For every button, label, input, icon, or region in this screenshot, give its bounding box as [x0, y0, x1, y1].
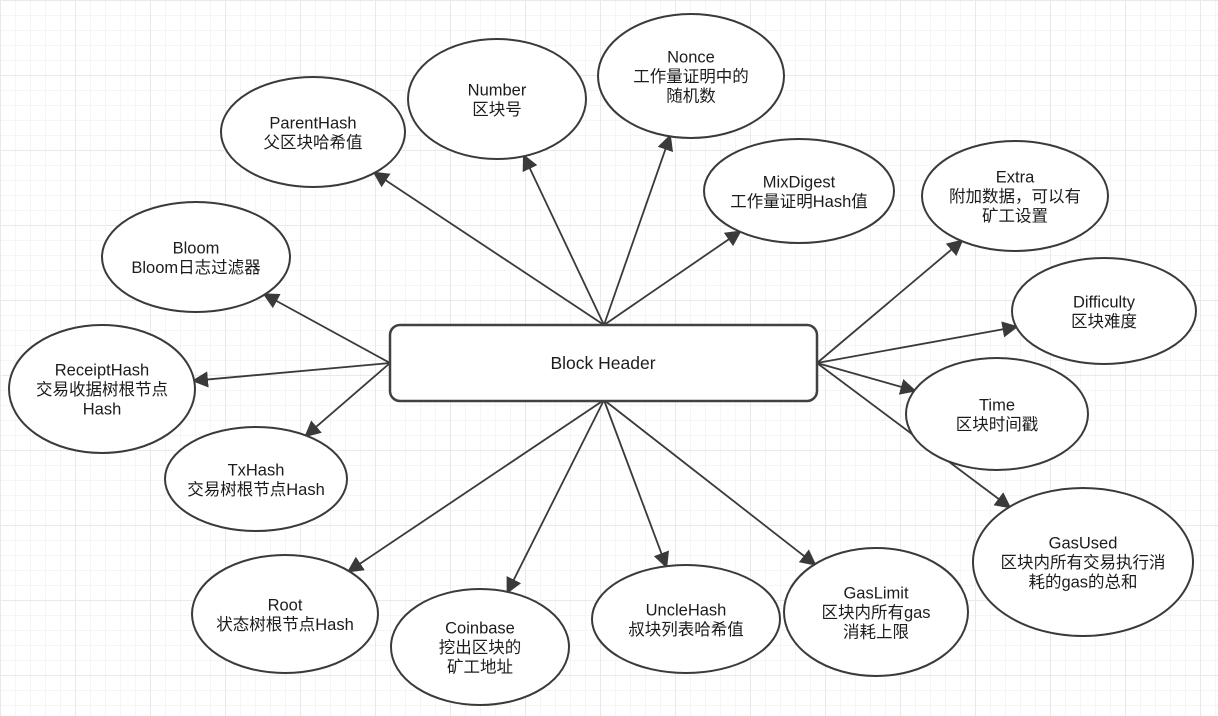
node-label-nonce-line0: Nonce [667, 49, 715, 67]
node-label-txhash-line0: TxHash [228, 461, 285, 479]
node-ellipse-number [407, 38, 587, 160]
edge-receipthash [191, 362, 391, 388]
node-label-extra-line2: 矿工设置 [982, 207, 1048, 226]
node-label-bloom-line0: Bloom [173, 239, 220, 257]
node-ellipse-bloom [101, 201, 291, 313]
node-label-gasused-line1: 区块内所有交易执行消 [1001, 553, 1166, 572]
center-node: Block Header [388, 323, 819, 403]
node-label-coinbase-line2: 矿工地址 [447, 658, 513, 677]
node-label-number-line1: 区块号 [472, 100, 522, 119]
node-label-coinbase-line0: Coinbase [445, 620, 515, 638]
node-ellipse-parenthash [220, 76, 406, 188]
node-label-difficulty-line1: 区块难度 [1071, 312, 1137, 331]
node-label-extra-line0: Extra [996, 169, 1035, 187]
edge-parenthash [372, 171, 605, 326]
edge-mixdigest [603, 230, 742, 326]
node-label-gaslimit-line0: GasLimit [843, 585, 909, 603]
block-header-label: Block Header [550, 353, 655, 373]
node-label-gasused-line2: 耗的gas的总和 [1028, 573, 1137, 592]
node-label-nonce-line1: 工作量证明中的 [633, 67, 749, 86]
node-ellipse-mixdigest [703, 138, 895, 244]
node-label-txhash-line1: 交易树根节点Hash [187, 480, 325, 499]
node-label-coinbase-line1: 挖出区块的 [439, 638, 522, 657]
node-label-mixdigest-line1: 工作量证明Hash值 [730, 192, 868, 211]
edge-gaslimit [603, 399, 817, 566]
node-ellipse-root [191, 554, 379, 674]
edge-number [522, 154, 605, 326]
edge-root [346, 399, 605, 573]
block-header-box [388, 323, 819, 403]
node-ellipse-gaslimit [783, 547, 969, 677]
node-ellipse-time [905, 357, 1089, 471]
node-label-unclehash-line0: UncleHash [646, 601, 727, 619]
edge-difficulty [816, 321, 1019, 364]
edge-nonce [603, 134, 674, 326]
node-label-time-line0: Time [979, 396, 1015, 414]
node-label-extra-line1: 附加数据，可以有 [949, 187, 1081, 206]
node-label-receipthash-line0: ReceiptHash [55, 362, 149, 380]
edges-layer [191, 134, 1019, 595]
node-label-parenthash-line1: 父区块哈希值 [264, 133, 363, 152]
edge-bloom [262, 293, 391, 364]
edge-unclehash [603, 399, 669, 569]
node-ellipse-difficulty [1011, 257, 1197, 365]
node-ellipse-extra [921, 140, 1109, 252]
edge-extra [816, 239, 964, 364]
node-label-root-line0: Root [268, 596, 303, 614]
node-label-gaslimit-line1: 区块内所有gas [821, 603, 930, 622]
node-label-receipthash-line1: 交易收据树根节点 [36, 380, 168, 399]
node-ellipse-unclehash [591, 564, 781, 674]
node-label-receipthash-line2: Hash [83, 401, 122, 419]
node-label-mixdigest-line0: MixDigest [763, 173, 836, 191]
node-label-gasused-line0: GasUsed [1049, 535, 1118, 553]
node-ellipse-txhash [164, 426, 348, 532]
node-label-bloom-line1: Bloom日志过滤器 [131, 258, 261, 277]
node-label-root-line1: 状态树根节点Hash [216, 615, 354, 634]
node-label-time-line1: 区块时间戳 [956, 415, 1039, 434]
node-label-number-line0: Number [468, 81, 527, 99]
node-ellipse-nonce [597, 13, 785, 139]
edge-txhash [304, 362, 391, 438]
node-label-unclehash-line1: 叔块列表哈希值 [628, 620, 744, 639]
node-label-nonce-line2: 随机数 [666, 87, 716, 106]
node-ellipse-gasused [972, 487, 1194, 637]
node-label-difficulty-line0: Difficulty [1073, 293, 1136, 311]
node-ellipse-coinbase [390, 588, 570, 706]
node-ellipse-receipthash [8, 324, 196, 454]
edge-coinbase [506, 399, 605, 595]
node-label-gaslimit-line2: 消耗上限 [843, 623, 909, 642]
node-label-parenthash-line0: ParentHash [269, 114, 356, 132]
edge-time [816, 362, 917, 395]
nodes-layer: ParentHash父区块哈希值Number区块号Nonce工作量证明中的随机数… [8, 13, 1197, 706]
